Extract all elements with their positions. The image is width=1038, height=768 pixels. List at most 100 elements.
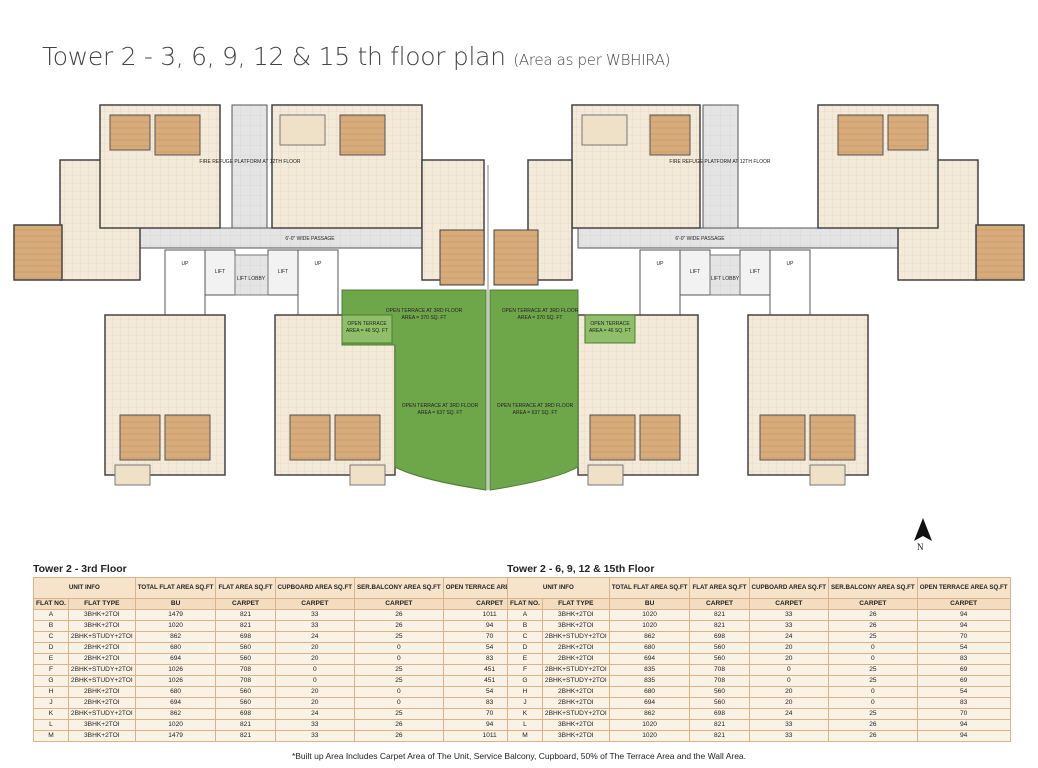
table-cell: 821 bbox=[689, 730, 750, 742]
table-cell: 698 bbox=[689, 708, 750, 720]
table-cell: 2BHK+STUDY+2TOI bbox=[67, 675, 136, 687]
table-cell: 0 bbox=[274, 675, 356, 687]
table-cell: 20 bbox=[748, 653, 830, 665]
table-cell: 1020 bbox=[608, 719, 691, 731]
table-cell: 94 bbox=[916, 730, 1011, 742]
table-cell: 2BHK+2TOI bbox=[67, 653, 136, 665]
table-cell: 835 bbox=[608, 675, 691, 687]
table-cell: 560 bbox=[689, 642, 750, 654]
label-lift-lobby-left: LIFT LOBBY bbox=[237, 276, 266, 282]
label-fire-refuge-left: FIRE REFUGE PLATFORM AT 12TH FLOOR bbox=[199, 159, 301, 165]
table-cell: 862 bbox=[608, 708, 691, 720]
table-cell: 708 bbox=[689, 675, 750, 687]
header-carpet: CARPET bbox=[274, 598, 356, 610]
table-cell: 33 bbox=[748, 609, 830, 621]
table-cell: 26 bbox=[828, 719, 918, 731]
table-cell: H bbox=[507, 686, 543, 698]
table-cell: 821 bbox=[215, 719, 276, 731]
table-cell: 2BHK+2TOI bbox=[67, 697, 136, 709]
table-cell: 20 bbox=[274, 642, 356, 654]
table-cell: 3BHK+2TOI bbox=[541, 609, 610, 621]
table-cell: 698 bbox=[215, 631, 276, 643]
label-stair-up-3: UP bbox=[657, 261, 665, 267]
label-stair-up-1: UP bbox=[182, 261, 190, 267]
table-cell: 24 bbox=[274, 631, 356, 643]
header-total-area: TOTAL FLAT AREA SQ.FT bbox=[134, 577, 217, 599]
table-cell: 0 bbox=[354, 653, 444, 665]
table-cell: C bbox=[33, 631, 69, 643]
table-cell: 20 bbox=[748, 686, 830, 698]
label-stair-up-4: UP bbox=[787, 261, 795, 267]
table-cell: K bbox=[507, 708, 543, 720]
header-ser-balcony: SER.BALCONY AREA SQ.FT bbox=[354, 577, 444, 599]
table1-title: Tower 2 - 3rd Floor bbox=[33, 563, 127, 575]
table-cell: 26 bbox=[354, 620, 444, 632]
table-cell: 33 bbox=[274, 719, 356, 731]
header-bu: BU bbox=[134, 598, 217, 610]
table-cell: 25 bbox=[828, 708, 918, 720]
table-cell: 3BHK+2TOI bbox=[67, 730, 136, 742]
right-wing bbox=[493, 104, 1025, 486]
table-cell: 54 bbox=[916, 686, 1011, 698]
unit-table-3rd-floor: UNIT INFO TOTAL FLAT AREA SQ.FT FLAT ARE… bbox=[33, 577, 537, 742]
label-passage-left: 6'-0" WIDE PASSAGE bbox=[285, 236, 335, 242]
table-cell: L bbox=[507, 719, 543, 731]
table-cell: 26 bbox=[354, 730, 444, 742]
table-cell: 33 bbox=[274, 609, 356, 621]
unit-table-6-9-12-15-floor: UNIT INFO TOTAL FLAT AREA SQ.FT FLAT ARE… bbox=[507, 577, 1011, 742]
table-cell: 694 bbox=[134, 697, 217, 709]
table-cell: 1479 bbox=[134, 609, 217, 621]
table-cell: 33 bbox=[274, 620, 356, 632]
label-passage-right: 6'-0" WIDE PASSAGE bbox=[675, 236, 725, 242]
table-cell: D bbox=[507, 642, 543, 654]
label-terrace-lower-right: OPEN TERRACE AT 3RD FLOOR bbox=[497, 403, 574, 409]
table-cell: 3BHK+2TOI bbox=[541, 620, 610, 632]
table-cell: 821 bbox=[689, 620, 750, 632]
table-cell: 708 bbox=[215, 664, 276, 676]
table-cell: 2BHK+STUDY+2TOI bbox=[67, 708, 136, 720]
table-cell: D bbox=[33, 642, 69, 654]
table-cell: E bbox=[507, 653, 543, 665]
table-cell: 835 bbox=[608, 664, 691, 676]
table-cell: 20 bbox=[748, 697, 830, 709]
table-cell: 680 bbox=[608, 686, 691, 698]
table-cell: 694 bbox=[608, 653, 691, 665]
header-ser-balcony: SER.BALCONY AREA SQ.FT bbox=[828, 577, 918, 599]
table-cell: 1479 bbox=[134, 730, 217, 742]
table-cell: 821 bbox=[689, 719, 750, 731]
table-cell: 694 bbox=[608, 697, 691, 709]
table-cell: 680 bbox=[608, 642, 691, 654]
label-terrace-upper-right: OPEN TERRACE AT 3RD FLOOR bbox=[502, 308, 579, 314]
header-carpet: CARPET bbox=[916, 598, 1011, 610]
header-flat-no: FLAT NO. bbox=[33, 598, 69, 610]
table-cell: A bbox=[33, 609, 69, 621]
table-cell: 2BHK+STUDY+2TOI bbox=[541, 631, 610, 643]
table-cell: 2BHK+2TOI bbox=[67, 686, 136, 698]
header-terrace: OPEN TERRACE AREA SQ.FT bbox=[916, 577, 1011, 599]
table-cell: 83 bbox=[916, 653, 1011, 665]
table-cell: H bbox=[33, 686, 69, 698]
header-flat-type: FLAT TYPE bbox=[67, 598, 136, 610]
table-cell: 26 bbox=[354, 609, 444, 621]
header-total-area: TOTAL FLAT AREA SQ.FT bbox=[608, 577, 691, 599]
header-cupboard: CUPBOARD AREA SQ.FT bbox=[748, 577, 830, 599]
label-terrace-small-right-area: AREA = 46 SQ. FT bbox=[589, 328, 631, 334]
table-cell: 2BHK+STUDY+2TOI bbox=[67, 631, 136, 643]
header-flat-type: FLAT TYPE bbox=[541, 598, 610, 610]
table-cell: 20 bbox=[748, 642, 830, 654]
table-cell: 25 bbox=[828, 664, 918, 676]
table-cell: 94 bbox=[916, 719, 1011, 731]
label-lift-3: LIFT bbox=[690, 269, 700, 275]
table-cell: 1020 bbox=[608, 620, 691, 632]
table-cell: 3BHK+2TOI bbox=[541, 719, 610, 731]
table-cell: 1020 bbox=[134, 620, 217, 632]
table-cell: G bbox=[33, 675, 69, 687]
